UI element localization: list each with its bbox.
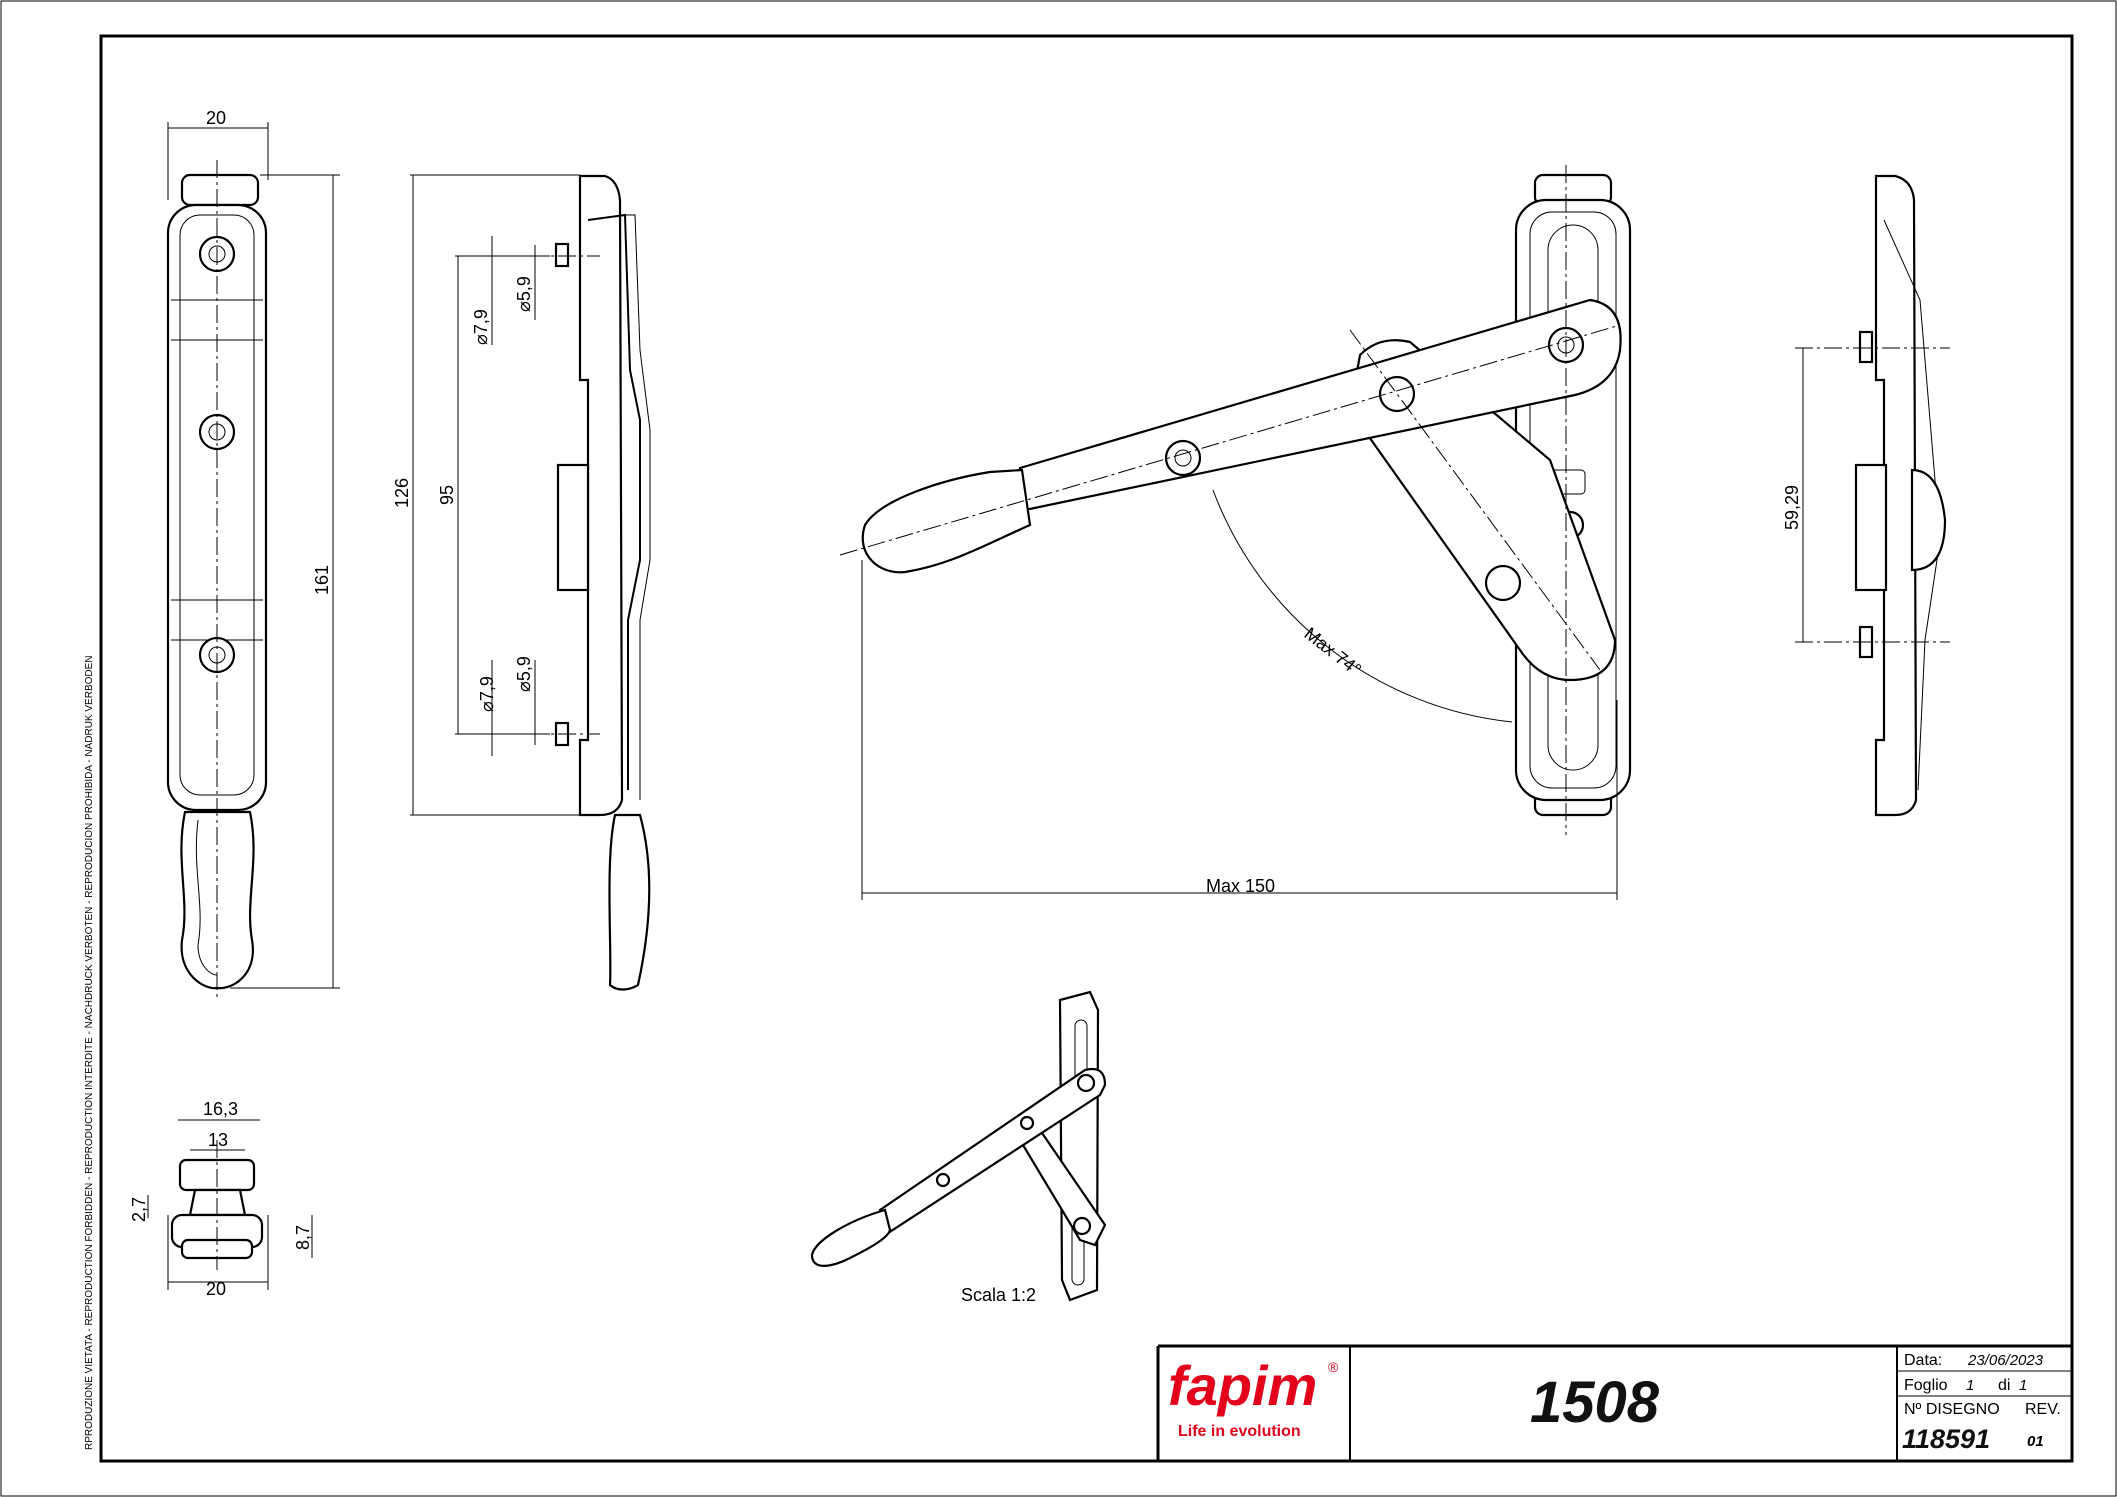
side-view xyxy=(500,174,651,991)
fapim-logo: fapim ® Life in evolution xyxy=(1168,1354,1339,1440)
dim-upper-dia-large: ⌀7,9 xyxy=(471,309,491,345)
drawing-number: 118591 xyxy=(1902,1424,1990,1454)
isometric-view xyxy=(810,990,1107,1302)
dim-lower-dia-large: ⌀7,9 xyxy=(477,676,497,712)
logo-tagline: Life in evolution xyxy=(1178,1423,1301,1440)
right-side-view: 59,29 xyxy=(1782,174,1950,817)
main-open-view xyxy=(839,165,1632,835)
end-view xyxy=(147,1119,313,1290)
dim-front-height: 161 xyxy=(312,565,332,595)
dim-upper-dia-small: ⌀5,9 xyxy=(514,276,534,312)
drawing-border xyxy=(99,34,2074,1463)
dim-lower-dia-small: ⌀5,9 xyxy=(514,656,534,692)
dim-end-width-base: 20 xyxy=(206,1279,226,1299)
revision-number: 01 xyxy=(2027,1433,2044,1450)
dim-hole-spacing: 95 xyxy=(437,485,457,505)
dim-right-spacing: 59,29 xyxy=(1782,485,1802,530)
sheet-number: 1 xyxy=(1966,1377,1974,1394)
sheet-total: 1 xyxy=(2019,1377,2027,1394)
reach-dimension: Max 150 xyxy=(861,560,1618,900)
scale-label: Scala 1:2 xyxy=(961,1285,1036,1305)
dim-end-offset: 2,7 xyxy=(129,1197,149,1222)
date-value: 23/06/2023 xyxy=(1967,1352,2044,1369)
drawing-no-label: Nº DISEGNO xyxy=(1904,1401,2000,1418)
side-dimensions: 126 95 ⌀7,9 ⌀5,9 ⌀7,9 ⌀5,9 xyxy=(392,174,580,816)
dim-end-height: 8,7 xyxy=(293,1225,313,1250)
dim-end-width-inner: 13 xyxy=(208,1130,228,1150)
reproduction-notice: RPRODUZIONE VIETATA - REPRODUCTION FORBI… xyxy=(84,655,95,1450)
dim-end-width-outer: 16,3 xyxy=(203,1099,238,1119)
dim-max-reach: Max 150 xyxy=(1206,876,1275,896)
front-view xyxy=(166,160,268,1000)
product-code: 1508 xyxy=(1530,1370,1660,1435)
dim-max-angle: Max 74° xyxy=(1301,623,1366,680)
dim-front-width: 20 xyxy=(206,108,226,128)
title-block xyxy=(1156,1344,2072,1461)
date-label: Data: xyxy=(1904,1352,1942,1369)
sheet-of-label: di xyxy=(1998,1377,2010,1394)
front-dimensions: 20 161 xyxy=(167,108,340,989)
rev-label: REV. xyxy=(2025,1401,2061,1418)
dim-side-height: 126 xyxy=(392,478,412,508)
registered-mark: ® xyxy=(1328,1359,1339,1375)
logo-wordmark: fapim xyxy=(1168,1354,1317,1417)
sheet-label: Foglio xyxy=(1904,1377,1948,1394)
